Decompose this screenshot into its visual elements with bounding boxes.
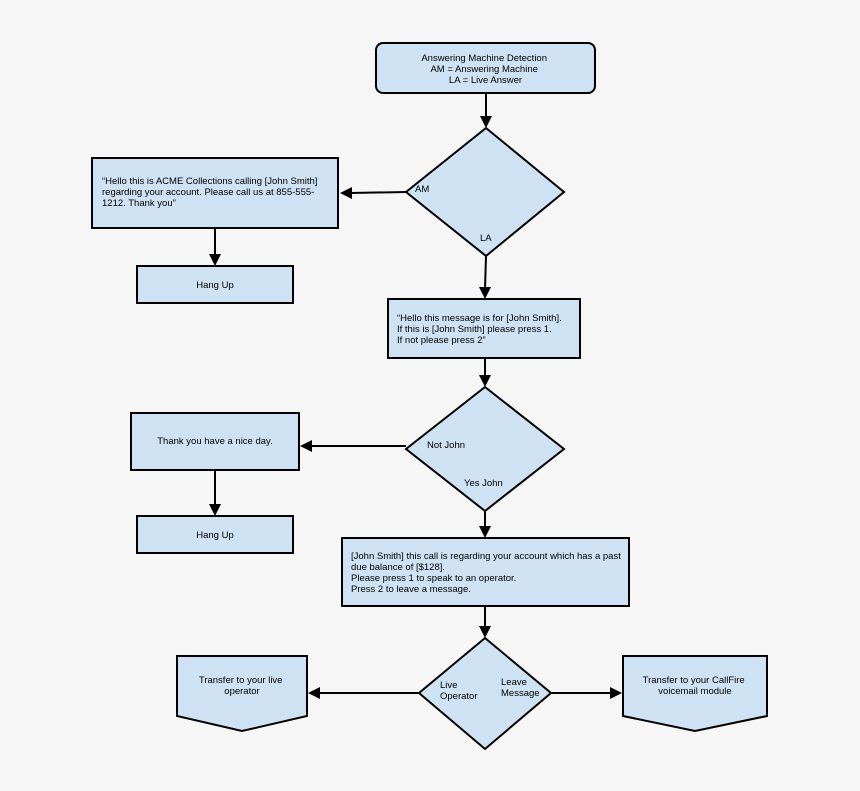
la-branch-label: LA <box>480 233 492 244</box>
transfer-voicemail-node: Transfer to your CallFire voicemail modu… <box>622 655 768 733</box>
edge-decision-am-to-message <box>340 187 407 199</box>
edges <box>209 93 622 699</box>
not-john-label: Not John <box>427 440 465 451</box>
amd-decision: AM LA <box>404 126 566 258</box>
edge-decision-la-to-message <box>479 255 491 299</box>
balance-message-text: [John Smith] this call is regarding your… <box>351 551 623 595</box>
edge-am-message-to-hangup <box>209 229 221 266</box>
hang-up-2-text: Hang Up <box>196 530 234 541</box>
thank-you-node: Thank you have a nice day. <box>130 412 300 471</box>
option-decision: Live Operator Leave Message <box>417 636 553 751</box>
live-operator-label: Live Operator <box>440 680 478 702</box>
am-message-text: “Hello this is ACME Collections calling … <box>102 176 320 209</box>
transfer-live-node: Transfer to your live operator <box>176 655 308 733</box>
edge-not-john-to-thank-you <box>300 440 406 452</box>
la-message-text: “Hello this message is for [John Smith].… <box>397 313 564 346</box>
amd-node: Answering Machine Detection AM = Answeri… <box>375 42 596 94</box>
edge-la-message-to-john-decision <box>479 358 491 387</box>
john-decision: Not John Yes John <box>404 385 566 513</box>
am-message-node: “Hello this is ACME Collections calling … <box>91 157 339 229</box>
edge-balance-to-option-decision <box>479 606 491 638</box>
yes-john-label: Yes John <box>464 478 503 489</box>
la-message-node: “Hello this message is for [John Smith].… <box>387 298 581 359</box>
hang-up-node-2: Hang Up <box>136 515 294 554</box>
edge-leave-message-to-voicemail <box>551 687 622 699</box>
transfer-voicemail-text: Transfer to your CallFire voicemail modu… <box>643 675 748 697</box>
hang-up-node-1: Hang Up <box>136 265 294 304</box>
edge-amd-to-decision <box>480 93 492 128</box>
edge-yes-john-to-balance <box>479 511 491 538</box>
leave-message-label: Leave Message <box>501 677 540 699</box>
edge-live-operator-to-transfer <box>308 687 419 699</box>
edge-thank-you-to-hangup <box>209 470 221 516</box>
am-branch-label: AM <box>415 184 429 195</box>
balance-message-node: [John Smith] this call is regarding your… <box>341 537 630 607</box>
transfer-live-text: Transfer to your live operator <box>199 675 285 697</box>
hang-up-1-text: Hang Up <box>196 280 234 291</box>
thank-you-text: Thank you have a nice day. <box>157 436 272 447</box>
amd-node-text: Answering Machine Detection AM = Answeri… <box>421 53 549 86</box>
